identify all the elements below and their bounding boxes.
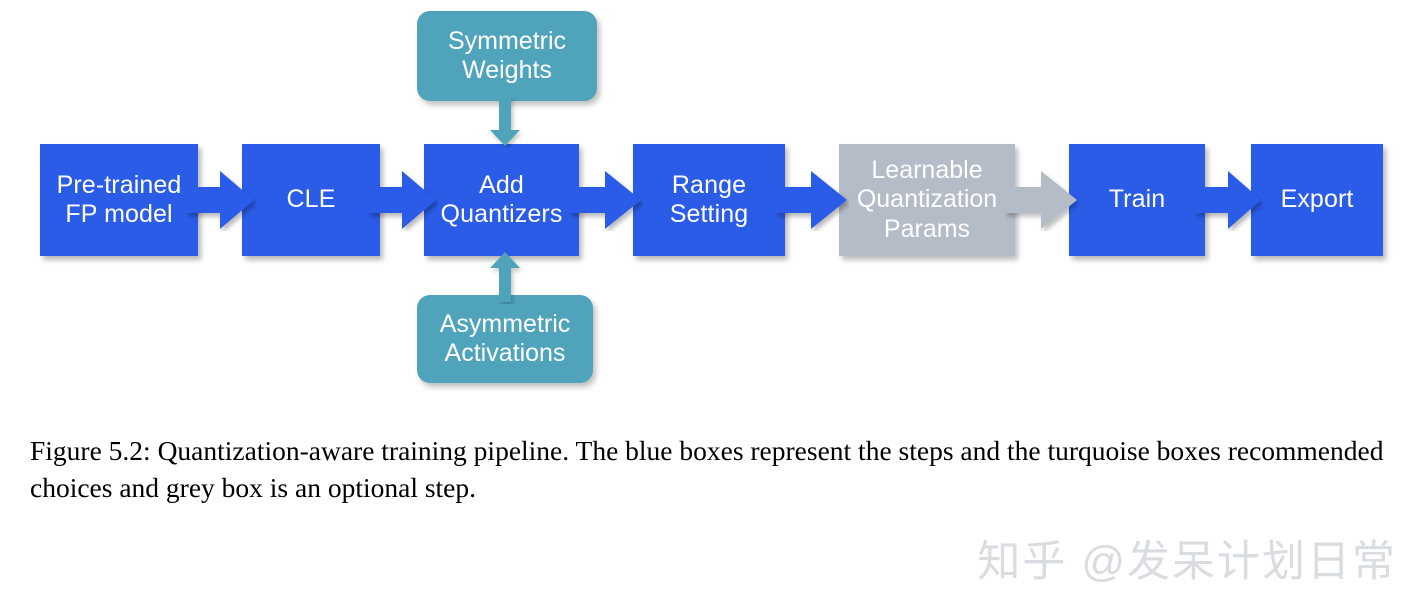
node-label-cle: CLE [286,185,336,214]
arrow-symmetric-weights-to-add-quantizers [490,96,524,148]
arrow-cle-to-add-quantizers [368,169,438,231]
node-label-symmetric-weights: Symmetric Weights [447,26,567,85]
node-asymmetric-activations: Asymmetric Activations [417,295,593,383]
node-label-learnable-quantization-params: Learnable Quantization Params [856,155,998,243]
watermark-text: 知乎 @发呆计划日常 [977,538,1397,586]
node-export: Export [1251,144,1383,256]
arrow-pretrained-to-cle [186,169,256,231]
node-add-quantizers: Add Quantizers [424,144,579,256]
arrow-train-to-export [1195,169,1263,231]
figure-caption: Figure 5.2: Quantization-aware training … [30,435,1384,503]
node-label-add-quantizers: Add Quantizers [440,170,563,229]
node-label-asymmetric-activations: Asymmetric Activations [439,309,571,368]
node-label-export: Export [1280,185,1354,214]
node-range-setting: Range Setting [633,144,785,256]
node-cle: CLE [242,144,380,256]
node-label-pre-trained-fp-model: Pre-trained FP model [56,170,182,229]
arrow-learnable-params-to-train [1005,169,1079,231]
arrow-range-setting-to-learnable-params [775,169,849,231]
node-label-range-setting: Range Setting [669,170,749,229]
node-pre-trained-fp-model: Pre-trained FP model [40,144,198,256]
node-learnable-quantization-params: Learnable Quantization Params [839,144,1015,256]
arrow-add-quantizers-to-range-setting [569,169,643,231]
arrow-asymmetric-activations-to-add-quantizers [490,252,524,304]
node-train: Train [1069,144,1205,256]
node-symmetric-weights: Symmetric Weights [417,11,597,101]
node-label-train: Train [1108,185,1166,214]
